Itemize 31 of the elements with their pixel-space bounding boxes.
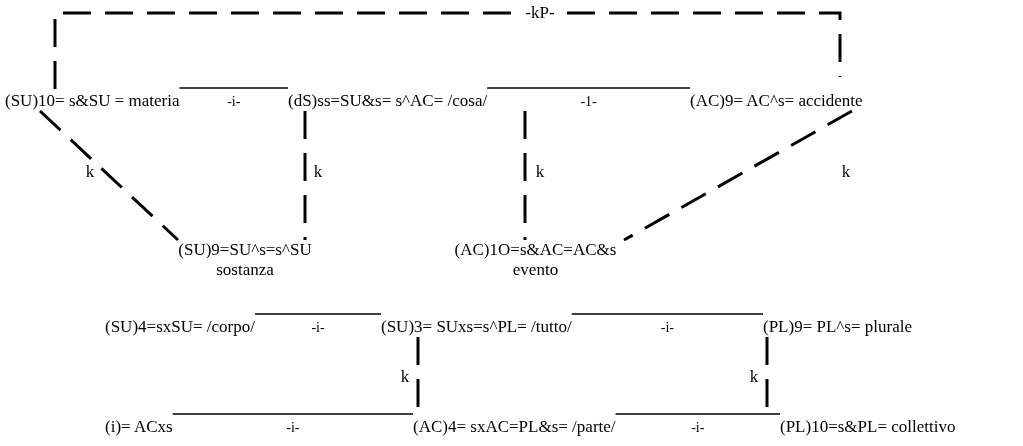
formula-text: (AC)9= AC^s= accidente xyxy=(690,91,863,111)
formula-text: (i)= ACxs xyxy=(105,417,173,437)
dashed-connector xyxy=(523,111,527,240)
edge-label: k xyxy=(533,164,547,180)
dashed-connector xyxy=(303,111,307,240)
formula-text: (SU)4=sxSU= /corpo/ xyxy=(105,317,255,337)
formula-text: (dS)ss=SU&s= s^AC= /cosa/ xyxy=(288,91,488,111)
dashed-connector xyxy=(53,11,842,89)
formula-text: (SU)9=SU^s=s^SU xyxy=(177,240,313,260)
connector-line xyxy=(171,413,414,415)
edge-label: k xyxy=(839,164,853,180)
formula-text: (SU)10= s&SU = materia xyxy=(5,91,180,111)
dashed-connector xyxy=(38,109,180,242)
connector-line xyxy=(486,87,691,89)
edge-label: k xyxy=(83,164,97,180)
edge-label: k xyxy=(398,369,412,385)
formula-text: (PL)9= PL^s= plurale xyxy=(763,317,912,337)
dashed-connector xyxy=(623,109,853,242)
edge-label: k xyxy=(747,369,761,385)
term-text: evento xyxy=(511,260,560,280)
formula-text: (SU)3= SUxs=s^PL= /tutto/ xyxy=(381,317,572,337)
connector-line xyxy=(178,87,289,89)
connector-line xyxy=(254,313,382,315)
connector-line xyxy=(570,313,764,315)
term-text: sostanza xyxy=(215,260,275,280)
edge-label: -kP- xyxy=(523,5,557,21)
formula-text: (AC)4= sxAC=PL&s= /parte/ xyxy=(413,417,616,437)
connector-line xyxy=(614,413,781,415)
formula-text: (PL)10=s&PL= collettivo xyxy=(780,417,956,437)
formula-text: (AC)1O=s&AC=AC&s xyxy=(453,240,618,260)
edge-label: k xyxy=(311,164,325,180)
